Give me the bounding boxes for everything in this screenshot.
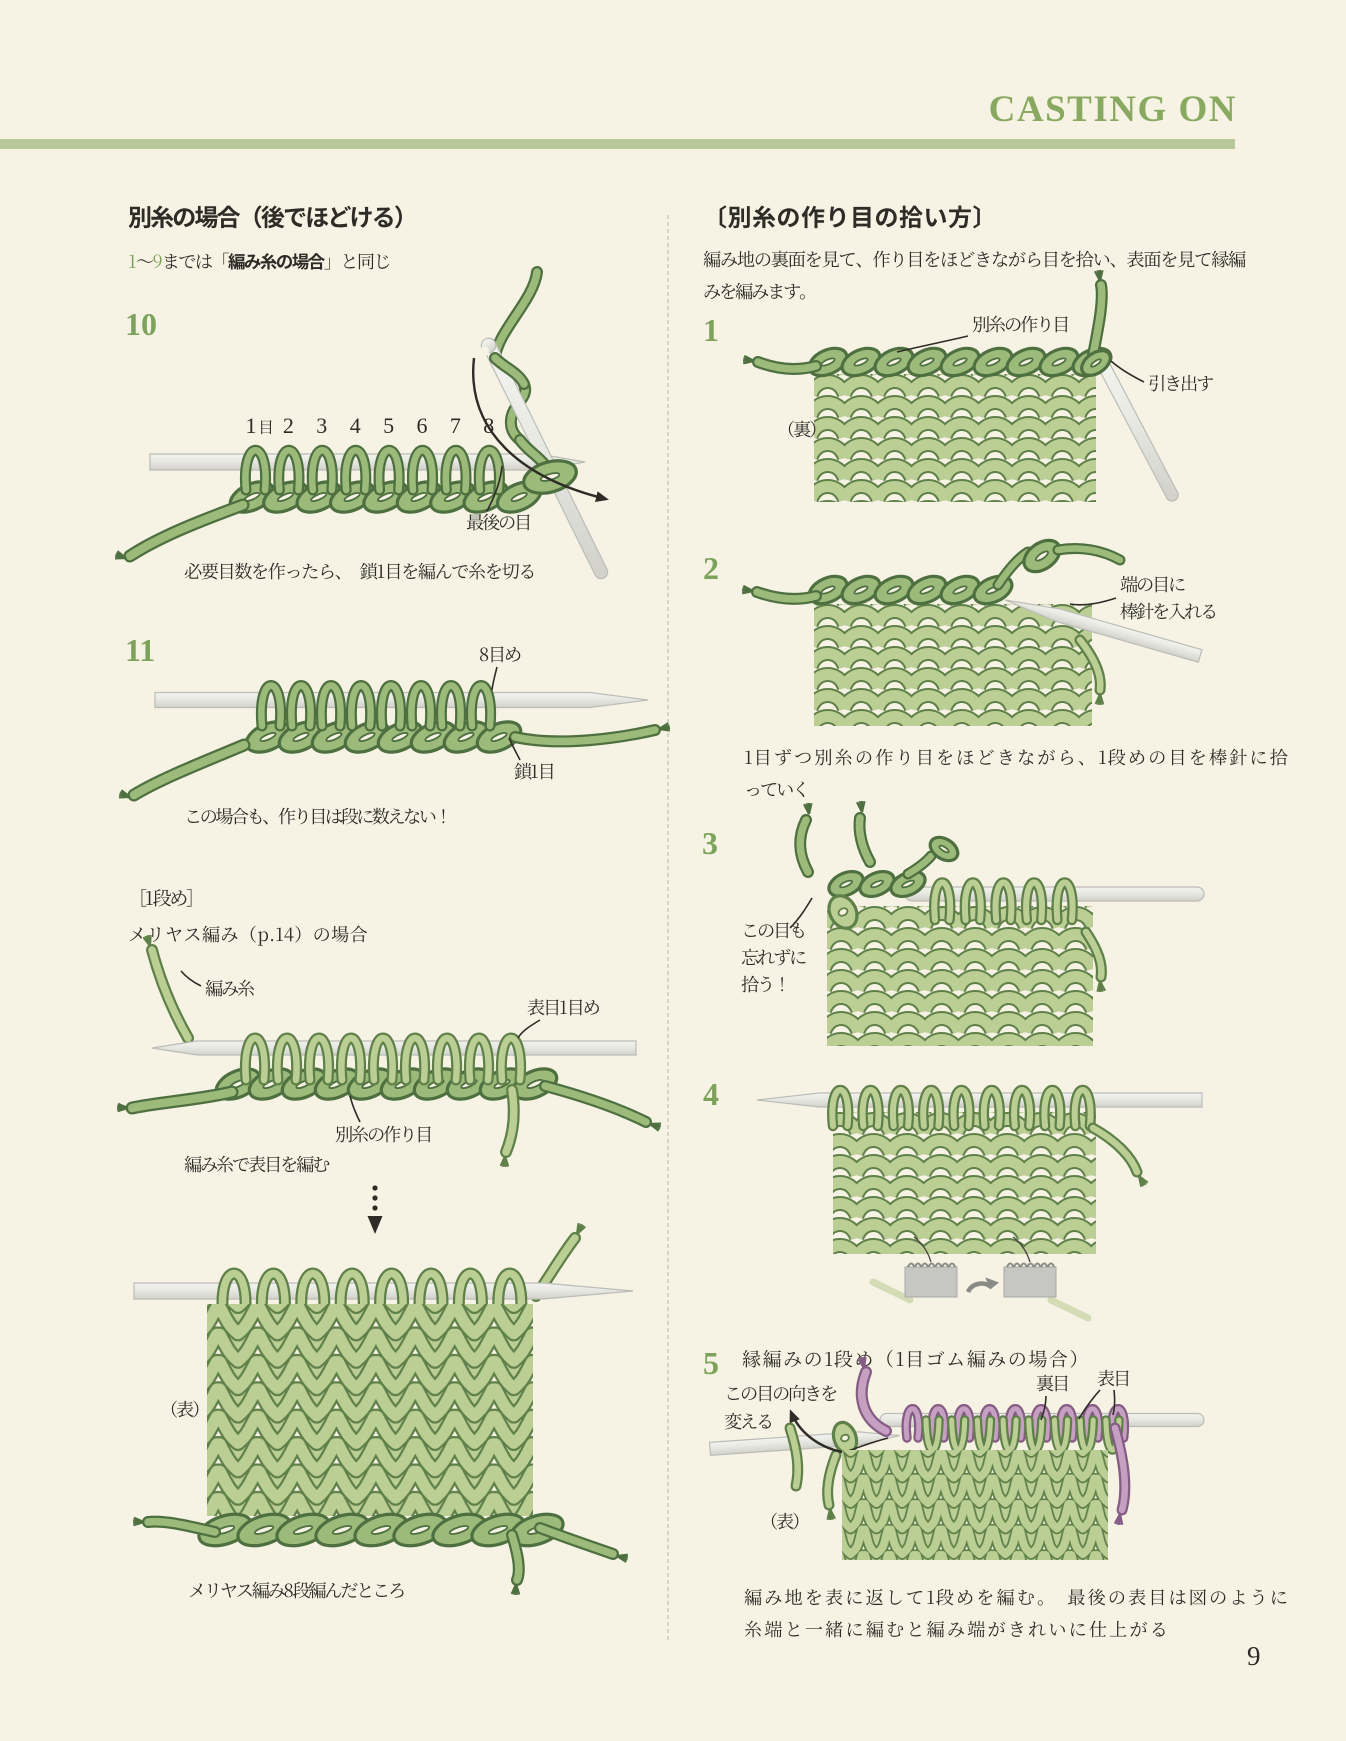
svg-text:3: 3 (702, 825, 718, 861)
svg-text:CASTING ON: CASTING ON (989, 89, 1237, 130)
svg-text:11: 11 (125, 632, 155, 668)
svg-text:10: 10 (125, 306, 157, 342)
svg-text:2: 2 (283, 413, 294, 438)
svg-text:3: 3 (316, 413, 327, 438)
svg-text:8: 8 (483, 413, 494, 438)
svg-text:5: 5 (703, 1345, 719, 1381)
svg-text:7: 7 (450, 413, 461, 438)
svg-text:2: 2 (703, 550, 719, 586)
svg-text:1: 1 (703, 312, 719, 348)
svg-text:1: 1 (246, 413, 257, 438)
svg-text:4: 4 (350, 413, 361, 438)
svg-text:5: 5 (383, 413, 394, 438)
svg-text:6: 6 (417, 413, 428, 438)
svg-text:9: 9 (1247, 1641, 1261, 1671)
svg-text:4: 4 (703, 1076, 719, 1112)
